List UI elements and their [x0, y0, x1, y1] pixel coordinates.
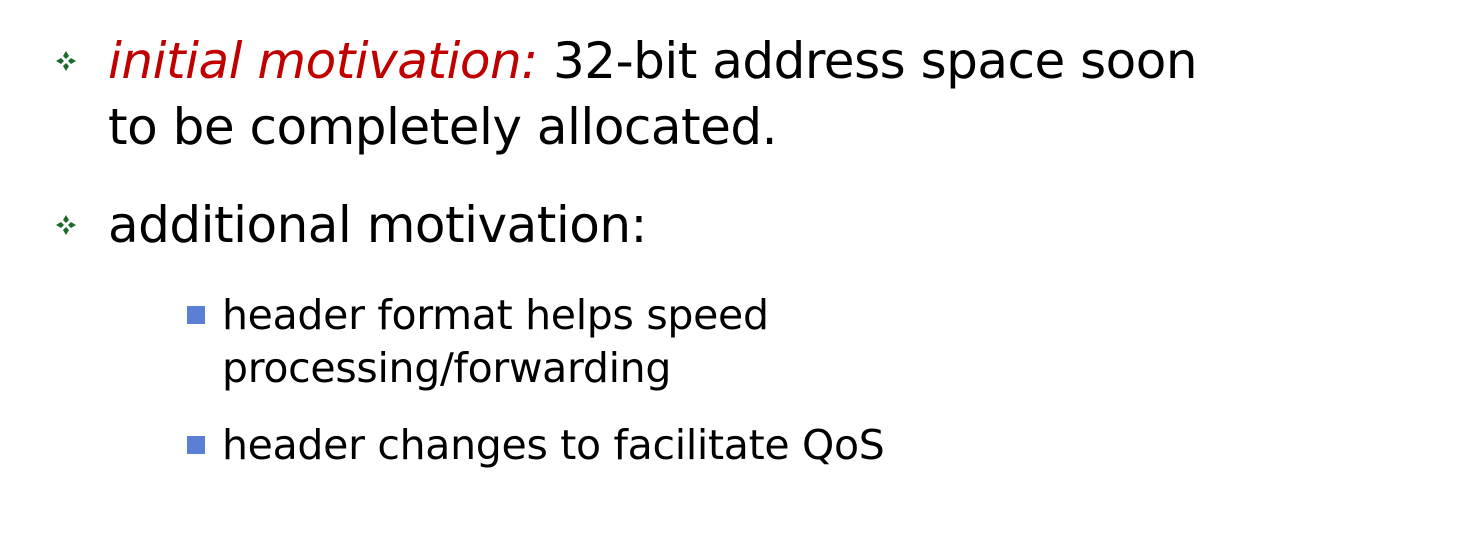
- sub-bullet-1-line-2: processing/forwarding: [222, 343, 671, 393]
- bullet-1-emphasis: initial motivation:: [108, 32, 538, 90]
- sub-bullet-1-line-1: header format helps speed: [222, 290, 769, 340]
- sub-bullet-1-text-continued: processing/forwarding: [222, 344, 672, 392]
- diamond-bullet-icon: [56, 51, 76, 71]
- bullet-1-line-1: initial motivation: 32-bit address space…: [108, 31, 1198, 91]
- bullet-2-text: additional motivation:: [108, 196, 647, 254]
- bullet-1-text-continued: to be completely allocated.: [108, 98, 778, 156]
- sub-bullet-2-text: header changes to facilitate QoS: [222, 421, 885, 469]
- sub-bullet-2-line-1: header changes to facilitate QoS: [222, 420, 885, 470]
- bullet-2-line-1: additional motivation:: [108, 195, 647, 255]
- square-bullet-icon: [187, 436, 205, 454]
- diamond-bullet-icon: [56, 215, 76, 235]
- square-bullet-icon: [187, 306, 205, 324]
- bullet-1-line-2: to be completely allocated.: [108, 97, 778, 157]
- sub-bullet-1-text: header format helps speed: [222, 291, 769, 339]
- bullet-1-text: 32-bit address space soon: [537, 32, 1198, 90]
